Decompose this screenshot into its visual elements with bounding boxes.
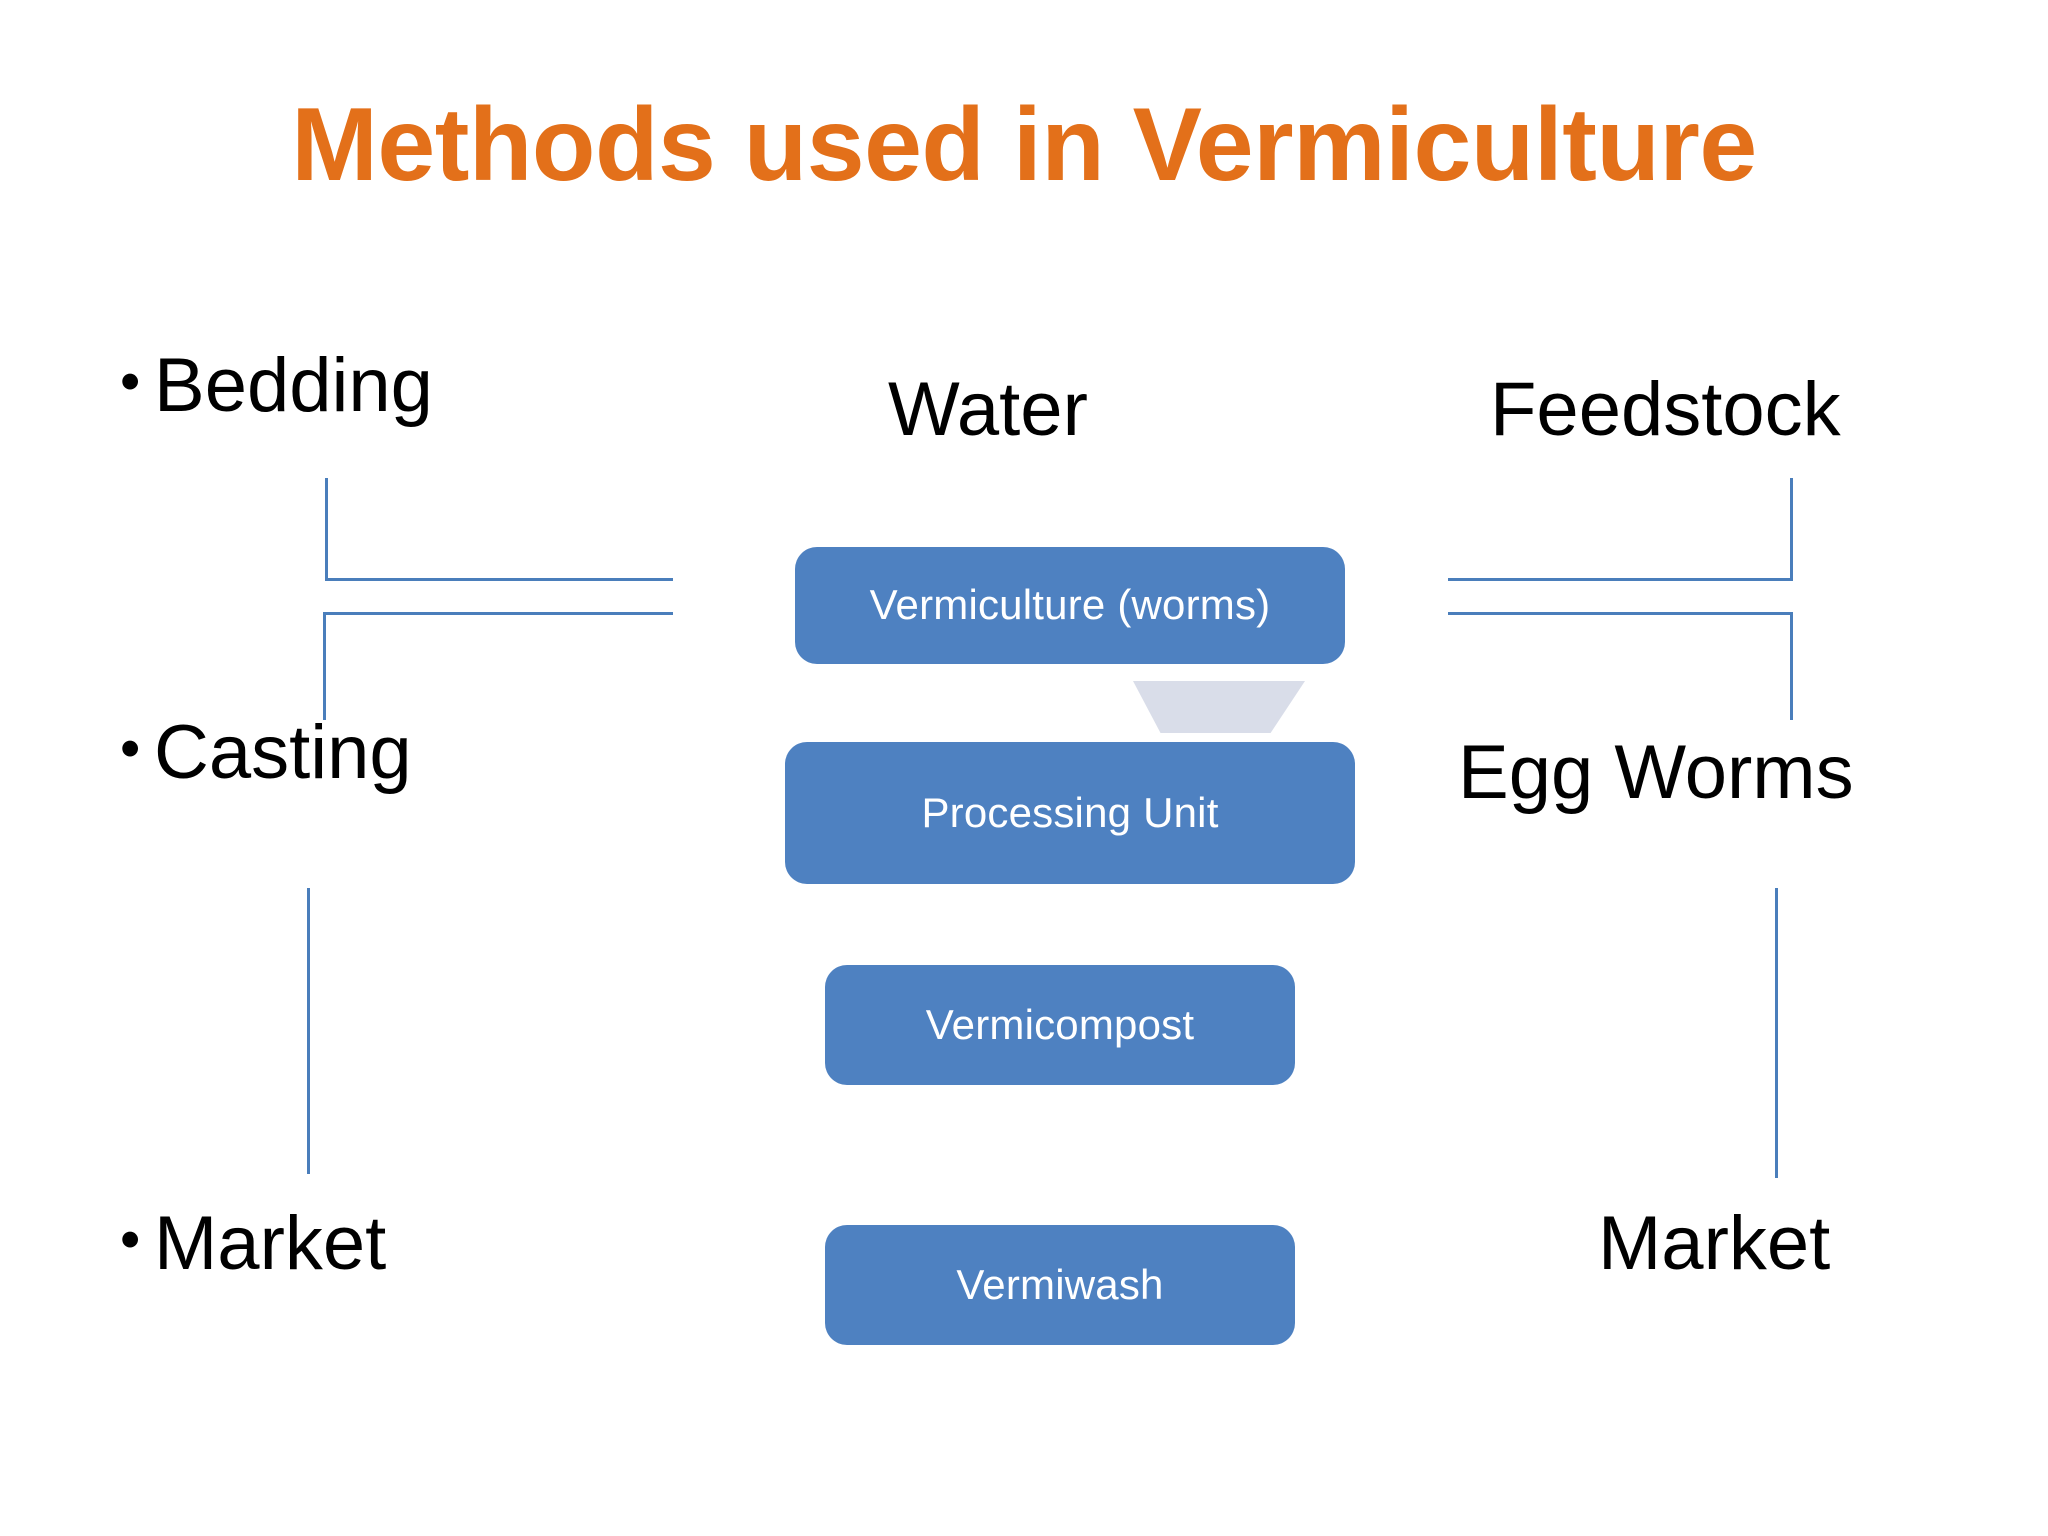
left-item-casting: •Casting — [120, 715, 412, 791]
process-box-vermiculture-worms-label: Vermiculture (worms) — [869, 581, 1271, 629]
connector-right-eggworms-to-market — [1775, 888, 1778, 1178]
connector-left-casting-vertical — [323, 612, 326, 720]
right-item-feedstock-label: Feedstock — [1490, 367, 1841, 452]
connector-right-eggworms-vertical — [1790, 612, 1793, 720]
funnel-icon — [1133, 681, 1305, 733]
connector-left-casting-to-market — [307, 888, 310, 1174]
right-item-market-label: Market — [1598, 1201, 1831, 1286]
left-item-market-label: Market — [154, 1201, 387, 1286]
connector-right-feedstock-vertical — [1790, 478, 1793, 580]
page-title: Methods used in Vermiculture — [291, 87, 1757, 203]
left-item-bedding: •Bedding — [120, 348, 433, 424]
connector-left-casting-horizontal — [323, 612, 673, 615]
connector-left-bedding-horizontal — [325, 578, 673, 581]
connector-right-feedstock-horizontal — [1448, 578, 1793, 581]
connector-left-bedding-vertical — [325, 478, 328, 580]
right-item-egg-worms-label: Egg Worms — [1458, 730, 1854, 815]
process-box-vermicompost[interactable]: Vermicompost — [825, 965, 1295, 1085]
process-box-vermicompost-label: Vermicompost — [925, 1000, 1195, 1048]
process-box-vermiwash[interactable]: Vermiwash — [825, 1225, 1295, 1345]
left-item-casting-label: Casting — [154, 710, 412, 795]
process-box-processing-unit-label: Processing Unit — [921, 788, 1219, 836]
left-item-market: •Market — [120, 1206, 386, 1282]
process-box-vermiwash-label: Vermiwash — [956, 1260, 1164, 1308]
connector-right-eggworms-horizontal — [1448, 612, 1793, 615]
process-box-processing-unit[interactable]: Processing Unit — [785, 742, 1355, 884]
bullet-icon: • — [120, 1207, 141, 1272]
bullet-icon: • — [120, 716, 141, 781]
bullet-icon: • — [120, 349, 141, 414]
left-item-bedding-label: Bedding — [154, 343, 433, 428]
process-box-vermiculture-worms[interactable]: Vermiculture (worms) — [795, 547, 1345, 664]
center-input-water-label: Water — [888, 367, 1088, 452]
